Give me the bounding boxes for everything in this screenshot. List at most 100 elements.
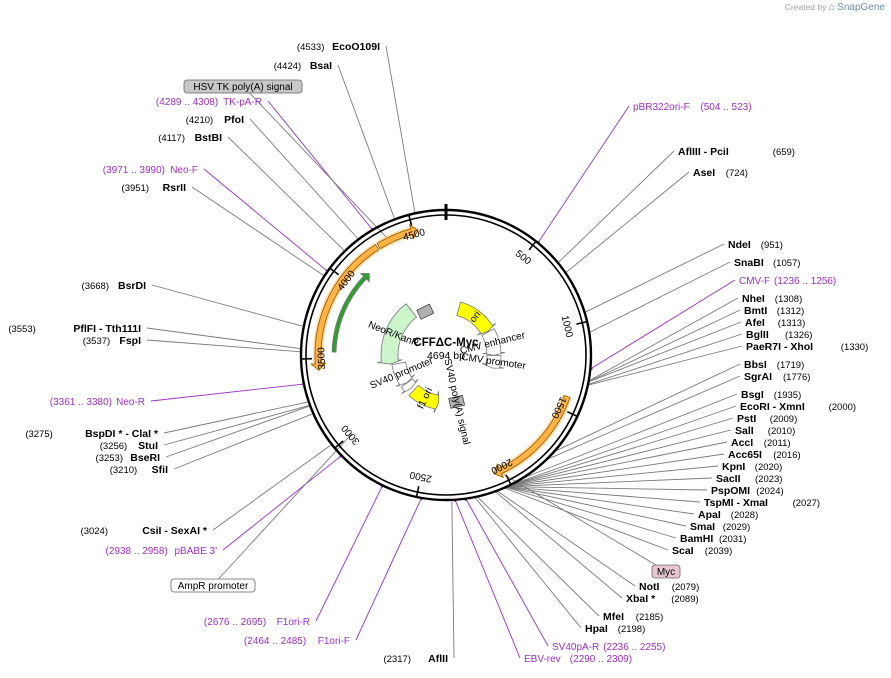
psti-enzyme[interactable]: PstI(2009) [737, 413, 797, 425]
site-position: (2079) [672, 582, 699, 593]
site-name: Neo-R [116, 397, 145, 408]
hpai-enzyme[interactable]: HpaI(2198) [585, 623, 645, 635]
sacii-enzyme[interactable]: SacII(2023) [716, 473, 782, 485]
ampr-promoter-label-box[interactable]: AmpR promoter [170, 578, 256, 593]
hsv-tk-polya-feature[interactable] [416, 303, 435, 320]
orange-cds-3-feature[interactable] [376, 224, 419, 250]
tick-label: 3000 [339, 422, 362, 446]
pflfi-tth111i-enzyme[interactable]: PflFI - Tth111I(3553) [8, 323, 141, 335]
site-name: EcoO109I [332, 41, 380, 53]
ecori-xmni-enzyme[interactable]: EcoRI - XmnI(2000) [740, 401, 856, 413]
label-box-text: AmpR promoter [178, 581, 249, 592]
bstbi-enzyme[interactable]: BstBI(4117) [158, 132, 222, 144]
site-position: (1330) [841, 342, 868, 353]
site-name: BamHI [680, 533, 713, 545]
acc65i-enzyme[interactable]: Acc65I(2016) [728, 449, 801, 461]
f1ori-r-primer[interactable]: F1ori-R(2676 .. 2695) [204, 617, 310, 628]
csii-sexai-leader [212, 444, 333, 531]
sfii-leader [173, 413, 314, 470]
myc-label-box[interactable]: Myc [651, 564, 681, 579]
mfei-enzyme[interactable]: MfeI(2185) [603, 611, 663, 623]
paer7i-xhoi-enzyme[interactable]: PaeR7I - XhoI(1330) [746, 341, 868, 353]
plasmid-length: 4694 bp [427, 350, 465, 362]
pbabe-3-primer[interactable]: pBABE 3'(2938 .. 2958) [106, 546, 218, 557]
ori-feature[interactable] [456, 301, 497, 336]
bseri-enzyme[interactable]: BseRI(3253) [96, 452, 161, 464]
tk-pa-r-primer[interactable]: TK-pA-R(4289 .. 4308) [156, 97, 262, 108]
hsv-tk-poly-a-signal-label-box[interactable]: HSV TK poly(A) signal [183, 79, 303, 94]
site-position: (2317) [384, 654, 411, 665]
smai-enzyme[interactable]: SmaI(2029) [690, 521, 750, 533]
site-name: EBV-rev [524, 654, 561, 665]
site-name: ApaI [698, 509, 721, 521]
aflii-enzyme[interactable]: AflII(2317) [384, 653, 449, 665]
afliii-pcii-enzyme[interactable]: AflIII - PciI (659) [678, 146, 795, 158]
orange-cds-2-feature[interactable] [310, 243, 380, 372]
bsrdi-leader [151, 284, 304, 327]
fspi-enzyme[interactable]: FspI(3537) [83, 335, 141, 347]
neo-f-primer[interactable]: Neo-F(3971 .. 3990) [103, 165, 198, 176]
site-position: (2011) [764, 438, 791, 449]
site-position: (2016) [773, 450, 800, 461]
asei-enzyme[interactable]: AseI(724) [693, 167, 748, 179]
xbai-enzyme[interactable]: XbaI *(2089) [626, 593, 699, 605]
site-position: (3210) [110, 465, 137, 476]
ampr-promoter-feature[interactable] [400, 378, 419, 395]
ecoo109i-enzyme[interactable]: EcoO109I(4533) [297, 41, 380, 53]
puror-green-feature[interactable] [331, 273, 370, 353]
tspmi-xmai-enzyme[interactable]: TspMI - XmaI(2027) [704, 497, 820, 509]
afei-enzyme[interactable]: AfeI(1313) [745, 317, 805, 329]
pfoi-enzyme[interactable]: PfoI(4210) [186, 114, 244, 126]
kpni-enzyme[interactable]: KpnI(2020) [722, 461, 782, 473]
bsgi-enzyme[interactable]: BsgI(1935) [741, 389, 801, 401]
ebv-rev-primer[interactable]: EBV-rev(2290 .. 2309) [524, 654, 632, 665]
snabi-enzyme[interactable]: SnaBI(1057) [734, 257, 800, 269]
bspdi-clai-enzyme[interactable]: BspDI * - ClaI *(3275) [25, 428, 159, 440]
bamhi-enzyme[interactable]: BamHI(2031) [680, 533, 746, 545]
sali-enzyme[interactable]: SalI(2010) [735, 425, 795, 437]
site-position: (659) [773, 147, 795, 158]
bglii-enzyme[interactable]: BglII(1326) [746, 329, 812, 341]
scai-enzyme[interactable]: ScaI(2039) [672, 545, 732, 557]
cmv-promoter-feature[interactable] [481, 354, 504, 369]
site-position: (2020) [755, 462, 782, 473]
site-position: (4210) [186, 115, 213, 126]
bsai-enzyme[interactable]: BsaI(4424) [274, 60, 332, 72]
f1ori-f-primer[interactable]: F1ori-F(2464 .. 2485) [244, 636, 350, 647]
cmv-f-primer[interactable]: CMV-F(1236 .. 1256) [739, 276, 836, 287]
site-name: SV40pA-R [552, 642, 599, 653]
rsrii-enzyme[interactable]: RsrII(3951) [122, 182, 187, 194]
bbsi-enzyme[interactable]: BbsI(1719) [744, 359, 804, 371]
neo-kan-feature[interactable] [377, 303, 418, 365]
sv40pa-r-primer[interactable]: SV40pA-R(2236 .. 2255) [552, 642, 665, 653]
site-name: ScaI [672, 545, 694, 557]
acci-enzyme[interactable]: AccI(2011) [731, 437, 791, 449]
neo-r-primer[interactable]: Neo-R(3361 .. 3380) [50, 397, 145, 408]
sgrai-enzyme[interactable]: SgrAI(1776) [744, 371, 810, 383]
sv40-promoter-feature[interactable] [391, 361, 415, 387]
bsrdi-enzyme[interactable]: BsrDI(3668) [82, 280, 147, 292]
myc-cds-feature[interactable] [493, 394, 571, 479]
mfei-leader [476, 496, 600, 617]
site-name: SmaI [690, 521, 715, 533]
pbr322ori-f-primer[interactable]: pBR322ori-F(504 .. 523) [633, 102, 752, 113]
sgrai-leader [546, 375, 741, 461]
apai-enzyme[interactable]: ApaI(2028) [698, 509, 758, 521]
csii-sexai-enzyme[interactable]: CsiI - SexAI *(3024) [81, 525, 208, 537]
site-name: RsrII [163, 182, 186, 194]
nhei-enzyme[interactable]: NheI(1308) [742, 293, 802, 305]
stui-enzyme[interactable]: StuI(3256) [100, 440, 158, 452]
f1-ori-feature[interactable] [408, 384, 440, 413]
bmti-enzyme[interactable]: BmtI(1312) [744, 305, 804, 317]
sv40-polya-feature[interactable] [448, 394, 466, 409]
sfii-enzyme[interactable]: SfiI(3210) [110, 464, 168, 476]
site-position: (724) [726, 168, 748, 179]
noti-enzyme[interactable]: NotI(2079) [639, 581, 699, 593]
psti-leader [509, 417, 734, 486]
site-position: (2024) [756, 486, 783, 497]
site-name: SgrAI [744, 371, 772, 383]
site-name: AflIII - PciI [678, 146, 729, 158]
pspomi-enzyme[interactable]: PspOMI(2024) [711, 485, 784, 497]
site-position: (2010) [768, 426, 795, 437]
ndei-enzyme[interactable]: NdeI(951) [728, 239, 783, 251]
